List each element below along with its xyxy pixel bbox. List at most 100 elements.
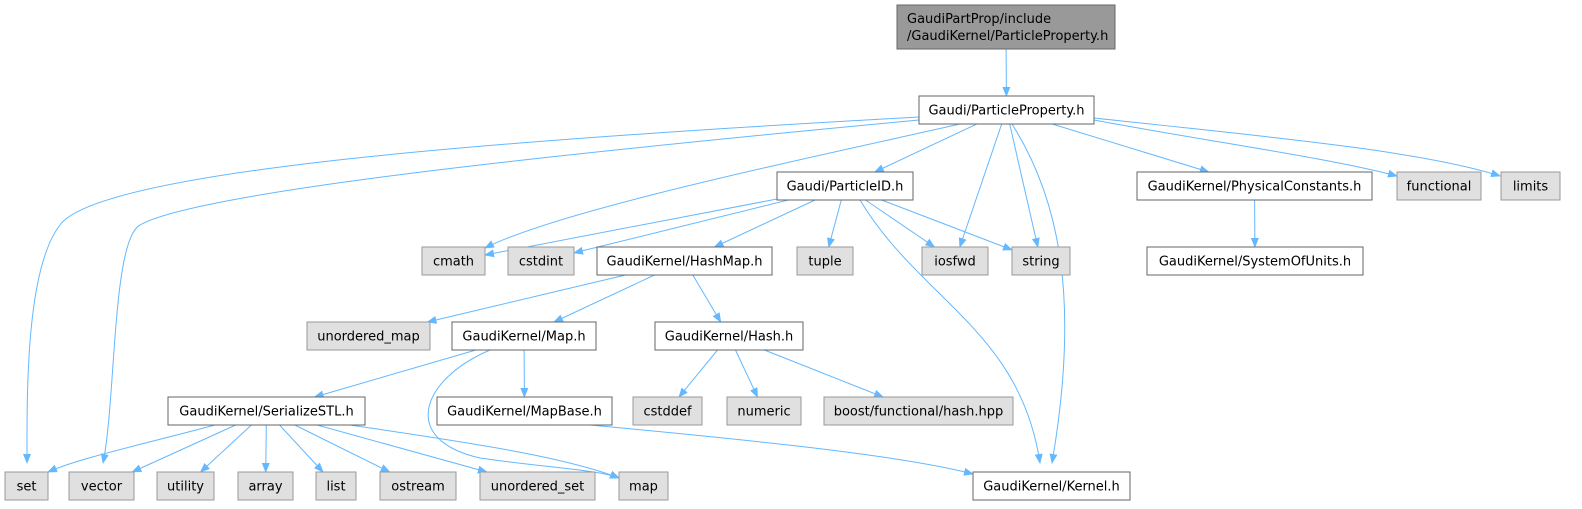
- node-label: iosfwd: [934, 255, 976, 270]
- node-tuple: tuple: [796, 246, 854, 276]
- node-root[interactable]: GaudiPartProp/include/GaudiKernel/Partic…: [896, 4, 1116, 50]
- edge-pp-to-pid: [873, 123, 978, 173]
- node-box: [315, 471, 357, 501]
- node-mapbase[interactable]: GaudiKernel/MapBase.h: [436, 396, 613, 426]
- node-label: GaudiPartProp/include: [907, 12, 1051, 27]
- edge-mapH-to-serial: [313, 349, 477, 399]
- node-boosthash: boost/functional/hash.hpp: [823, 396, 1014, 426]
- node-box: [421, 246, 486, 276]
- edges-layer: [22, 48, 1501, 479]
- node-label: GaudiKernel/HashMap.h: [607, 255, 763, 270]
- node-label: cstddef: [643, 405, 692, 420]
- node-box: [1500, 171, 1561, 201]
- node-cstddef: cstddef: [632, 396, 703, 426]
- node-label: /GaudiKernel/ParticleProperty.h: [907, 29, 1108, 44]
- node-label: list: [326, 480, 345, 495]
- node-label: GaudiKernel/SystemOfUnits.h: [1159, 255, 1351, 270]
- edge-serial-to-list: [279, 424, 324, 473]
- node-label: cstdint: [519, 255, 563, 270]
- node-box: [167, 396, 366, 426]
- node-uset: unordered_set: [479, 471, 596, 501]
- node-box: [4, 471, 49, 501]
- edge-serial-to-set: [47, 424, 216, 473]
- node-label: set: [17, 480, 37, 495]
- node-label: map: [629, 480, 658, 495]
- node-label: GaudiKernel/PhysicalConstants.h: [1148, 180, 1362, 195]
- node-map: map: [618, 471, 669, 501]
- edge-hashH-to-boosthash: [764, 349, 885, 398]
- node-label: GaudiKernel/SerializeSTL.h: [179, 405, 353, 420]
- edge-pid-to-kernel: [859, 199, 1043, 464]
- edge-mapbase-to-kernel: [589, 424, 974, 476]
- edge-hashmap-to-mapH: [553, 274, 655, 323]
- node-box: [1146, 246, 1364, 276]
- node-label: GaudiKernel/Map.h: [462, 330, 585, 345]
- node-physconst[interactable]: GaudiKernel/PhysicalConstants.h: [1136, 171, 1373, 201]
- node-set: set: [4, 471, 49, 501]
- node-serial[interactable]: GaudiKernel/SerializeSTL.h: [167, 396, 366, 426]
- node-box: [654, 321, 804, 351]
- node-vector: vector: [68, 471, 135, 501]
- edge-hashmap-to-umap: [426, 274, 626, 324]
- node-label: functional: [1407, 180, 1472, 195]
- node-box: [237, 471, 294, 501]
- edge-pp-to-set: [22, 116, 920, 464]
- node-label: unordered_set: [491, 480, 584, 495]
- edge-hashH-to-cstddef: [678, 349, 718, 398]
- edge-pid-to-cstdint: [573, 199, 789, 255]
- node-label: GaudiKernel/Kernel.h: [983, 480, 1120, 495]
- node-box: [68, 471, 135, 501]
- node-ostream: ostream: [379, 471, 457, 501]
- node-box: [507, 246, 575, 276]
- node-label: ostream: [391, 480, 445, 495]
- node-box: [1136, 171, 1373, 201]
- edge-serial-to-array: [261, 424, 270, 473]
- node-label: vector: [81, 480, 123, 495]
- edge-pp-to-vector: [100, 119, 920, 464]
- edge-pid-to-iosfwd: [865, 199, 936, 248]
- node-iosfwd: iosfwd: [921, 246, 989, 276]
- node-box: [436, 396, 613, 426]
- node-box: [451, 321, 597, 351]
- node-label: boost/functional/hash.hpp: [834, 405, 1004, 420]
- edge-pp-to-functional: [1093, 119, 1398, 178]
- node-box: [972, 471, 1131, 501]
- node-box: [896, 4, 1116, 50]
- node-sysunits[interactable]: GaudiKernel/SystemOfUnits.h: [1146, 246, 1364, 276]
- node-label: cmath: [433, 255, 474, 270]
- edge-pid-to-string: [881, 199, 1013, 251]
- node-box: [379, 471, 457, 501]
- node-box: [632, 396, 703, 426]
- node-pp[interactable]: Gaudi/ParticleProperty.h: [918, 95, 1095, 125]
- node-label: array: [248, 480, 282, 495]
- node-label: unordered_map: [317, 330, 420, 345]
- node-box: [156, 471, 215, 501]
- node-box: [796, 246, 854, 276]
- node-hashmap[interactable]: GaudiKernel/HashMap.h: [596, 246, 773, 276]
- edge-hashmap-to-hashH: [692, 274, 722, 323]
- node-pid[interactable]: Gaudi/ParticleID.h: [776, 171, 914, 201]
- edge-pid-to-cmath: [484, 198, 778, 258]
- edge-serial-to-utility: [199, 424, 252, 473]
- node-kernel[interactable]: GaudiKernel/Kernel.h: [972, 471, 1131, 501]
- node-label: string: [1022, 255, 1059, 270]
- node-box: [1396, 171, 1482, 201]
- edge-pid-to-hashmap: [713, 199, 816, 248]
- node-mapH[interactable]: GaudiKernel/Map.h: [451, 321, 597, 351]
- edge-pp-to-string: [1009, 123, 1040, 248]
- node-cstdint: cstdint: [507, 246, 575, 276]
- node-numeric: numeric: [726, 396, 802, 426]
- edge-pp-to-iosfwd: [958, 123, 1003, 248]
- node-list: list: [315, 471, 357, 501]
- node-hashH[interactable]: GaudiKernel/Hash.h: [654, 321, 804, 351]
- node-label: Gaudi/ParticleProperty.h: [928, 104, 1084, 119]
- node-label: GaudiKernel/MapBase.h: [447, 405, 602, 420]
- edge-mapH-to-map: [427, 349, 620, 479]
- node-box: [823, 396, 1014, 426]
- node-label: limits: [1513, 180, 1549, 195]
- node-box: [776, 171, 914, 201]
- node-array: array: [237, 471, 294, 501]
- node-limits: limits: [1500, 171, 1561, 201]
- edge-pp-to-physconst: [1052, 123, 1210, 174]
